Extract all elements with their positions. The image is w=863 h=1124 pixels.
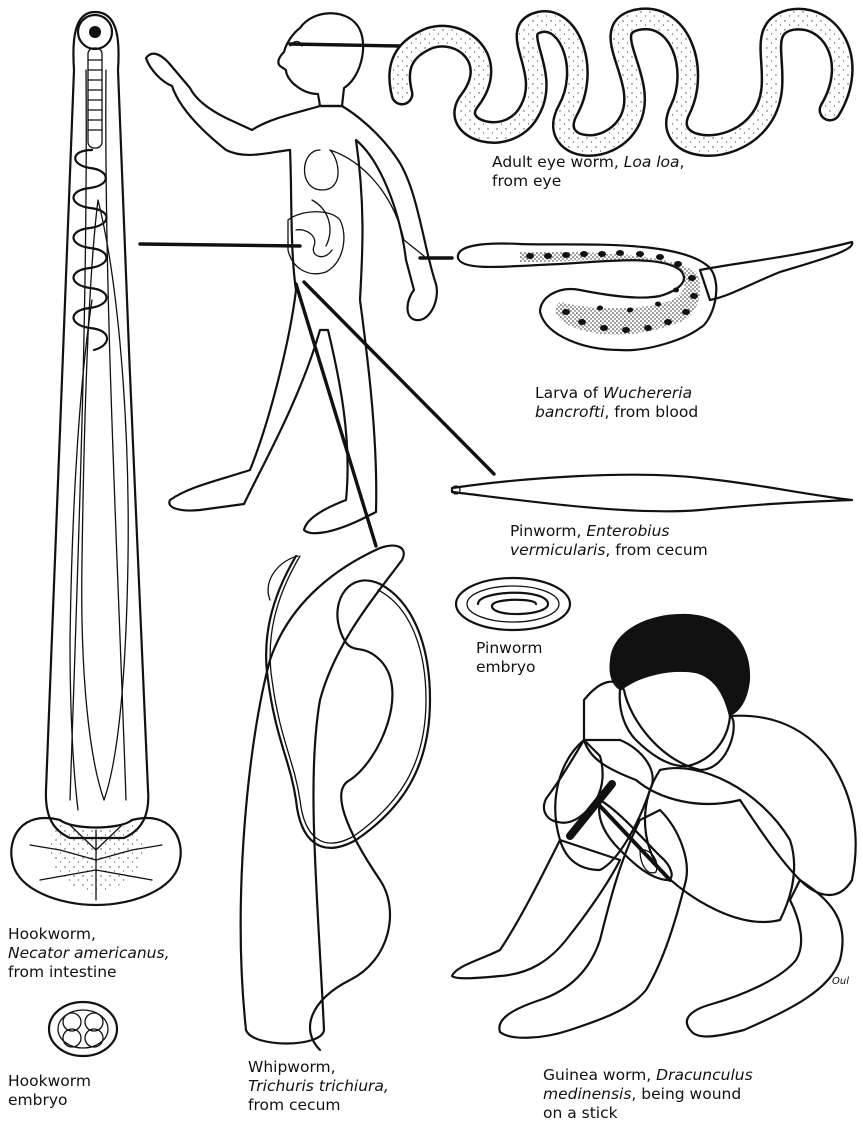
hookworm-caption: Hookworm, Necator americanus, from intes… — [8, 925, 170, 982]
pinworm-caption: Pinworm, Enterobius vermicularis, from c… — [510, 522, 708, 560]
guinea-worm-caption-line-2: medinensis, being wound — [543, 1085, 753, 1104]
pinworm-embryo-caption-line-1: Pinworm — [476, 639, 543, 658]
whipworm-caption-line-3: from cecum — [248, 1096, 389, 1115]
pinworm-embryo-drawing — [456, 578, 570, 630]
whipworm-drawing — [241, 546, 430, 1050]
guinea-worm-caption-line-3: on a stick — [543, 1104, 753, 1123]
guinea-worm-caption: Guinea worm, Dracunculus medinensis, bei… — [543, 1066, 753, 1123]
artist-signature: Oul — [832, 976, 849, 987]
eye-worm-caption-line-2: from eye — [492, 172, 684, 191]
pinworm-caption-line-2: vermicularis, from cecum — [510, 541, 708, 560]
pinworm-embryo-caption-line-2: embryo — [476, 658, 543, 677]
wuchereria-caption: Larva of Wuchereria bancrofti, from bloo… — [535, 384, 698, 422]
pinworm-caption-line-1: Pinworm, Enterobius — [510, 522, 708, 541]
hookworm-embryo-caption-line-2: embryo — [8, 1091, 91, 1110]
hookworm-embryo-caption-line-1: Hookworm — [8, 1072, 91, 1091]
hookworm-caption-line-2: Necator americanus, — [8, 944, 170, 963]
hookworm-drawing — [11, 12, 180, 905]
eye-worm-caption-line-1: Adult eye worm, Loa loa, — [492, 153, 684, 172]
hookworm-embryo-drawing — [49, 1002, 117, 1056]
whipworm-caption-line-2: Trichuris trichiura, — [248, 1077, 389, 1096]
whipworm-caption-line-1: Whipworm, — [248, 1058, 389, 1077]
pinworm-drawing — [452, 475, 852, 512]
eye-worm-drawing — [400, 19, 843, 146]
whipworm-caption: Whipworm, Trichuris trichiura, from cecu… — [248, 1058, 389, 1115]
pinworm-embryo-caption: Pinworm embryo — [476, 639, 543, 677]
guinea-worm-boy-drawing — [452, 614, 856, 1038]
eye-worm-caption: Adult eye worm, Loa loa, from eye — [492, 153, 684, 191]
guinea-worm-caption-line-1: Guinea worm, Dracunculus — [543, 1066, 753, 1085]
wuchereria-caption-line-1: Larva of Wuchereria — [535, 384, 698, 403]
hookworm-embryo-caption: Hookworm embryo — [8, 1072, 91, 1110]
wuchereria-caption-line-2: bancrofti, from blood — [535, 403, 698, 422]
wuchereria-larva-drawing — [458, 242, 852, 350]
hookworm-caption-line-1: Hookworm, — [8, 925, 170, 944]
hookworm-caption-line-3: from intestine — [8, 963, 170, 982]
